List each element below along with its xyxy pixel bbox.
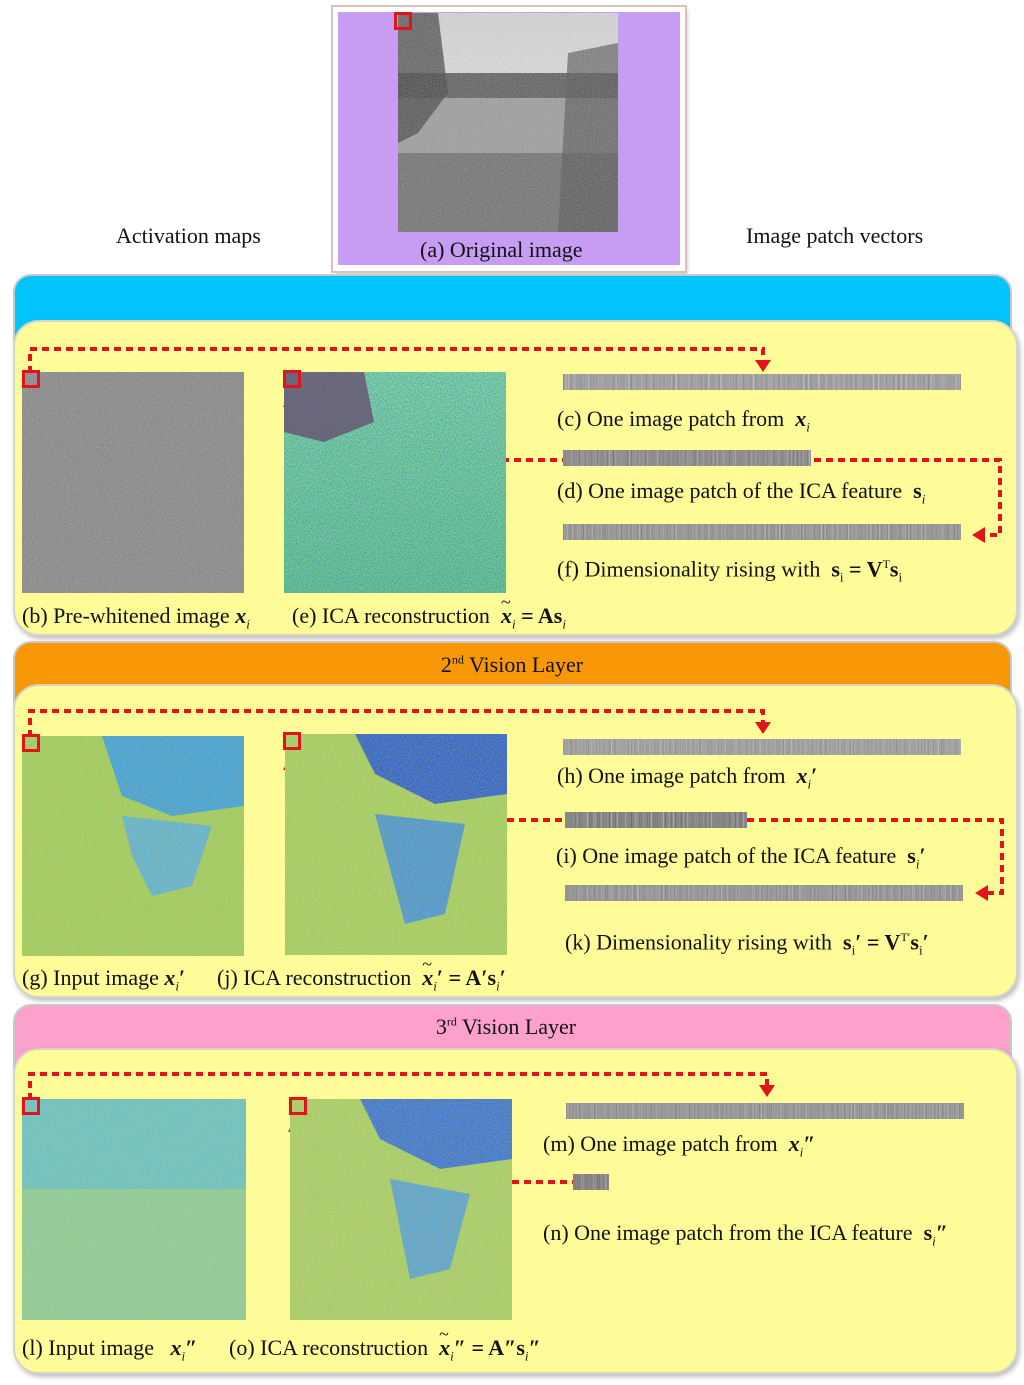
caption-e: (e) ICA reconstruction ~xi = Asi [292,592,566,632]
patch-marker-b [22,370,40,388]
patch-vector-n [573,1174,609,1190]
layer2-title: 2nd Vision Layer [440,652,584,677]
original-caption: (a) Original image [420,237,583,262]
patch-marker-g [22,734,40,752]
layer3-title: 3rd Vision Layer [435,1014,577,1039]
patch-vector-h [563,739,961,755]
patch-marker-o [289,1097,307,1115]
caption-h: (h) One image patch from xi′ [557,763,818,792]
caption-g: (g) Input image xi′ [22,965,186,994]
activation-maps-label: Activation maps [116,223,261,248]
caption-k: (k) Dimensionality rising with si′ = VT′… [565,929,929,958]
prewhitened-image [22,372,244,593]
caption-n: (n) One image patch from the ICA feature… [543,1220,948,1249]
input-image-l [22,1099,246,1320]
image-patch-vectors-label: Image patch vectors [746,223,924,248]
caption-f: (f) Dimensionality rising with si = VTsi [557,556,903,585]
patch-marker-l [22,1097,40,1115]
caption-i: (i) One image patch of the ICA feature s… [556,843,926,872]
original-image [398,13,618,232]
ica-reconstruction-o [290,1099,512,1320]
patch-marker-original [394,12,412,30]
caption-c: (c) One image patch from xi [557,406,810,435]
caption-j: (j) ICA reconstruction ~xi′ = A′si′ [217,954,506,994]
caption-d: (d) One image patch of the ICA feature s… [557,478,926,507]
caption-m: (m) One image patch from xi″ [543,1131,816,1160]
caption-o: (o) ICA reconstruction ~xi″ = A″si″ [229,1324,541,1364]
patch-vector-i [565,812,747,828]
ica-reconstruction-j [285,734,507,955]
patch-vector-m [566,1103,964,1119]
patch-vector-f [563,524,961,540]
patch-marker-j [283,732,301,750]
patch-vector-d [563,450,811,466]
input-image-g [22,736,244,956]
ica-reconstruction-e [284,372,506,593]
patch-vector-k [565,885,963,901]
caption-b: (b) Pre-whitened image xi [22,603,250,632]
caption-l: (l) Input image xi″ [22,1335,198,1364]
patch-marker-e [283,370,301,388]
patch-vector-c [563,374,961,390]
